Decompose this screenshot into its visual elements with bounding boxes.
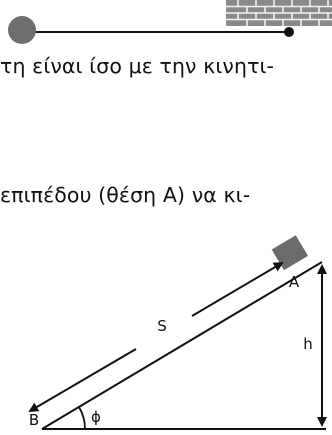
- label-s: S: [157, 317, 167, 335]
- incline-surface: [41, 261, 323, 430]
- label-b: B: [29, 411, 39, 429]
- pendulum-figure: [8, 0, 332, 44]
- text-line-1: τη είναι ίσο με την κινητι-: [0, 54, 275, 78]
- label-a: A: [289, 273, 300, 291]
- ball-icon: [8, 16, 36, 44]
- text-line-2: επιπέδου (θέση Α) να κι-: [0, 183, 251, 207]
- label-phi: ϕ: [91, 408, 101, 426]
- angle-arc: [78, 406, 86, 430]
- brick-wall-icon: [226, 0, 332, 26]
- distance-arrow-upper: [191, 261, 284, 317]
- distance-arrow-lower: [28, 348, 137, 413]
- pivot-icon: [284, 27, 294, 37]
- label-h: h: [303, 335, 313, 353]
- block-icon: [271, 235, 309, 271]
